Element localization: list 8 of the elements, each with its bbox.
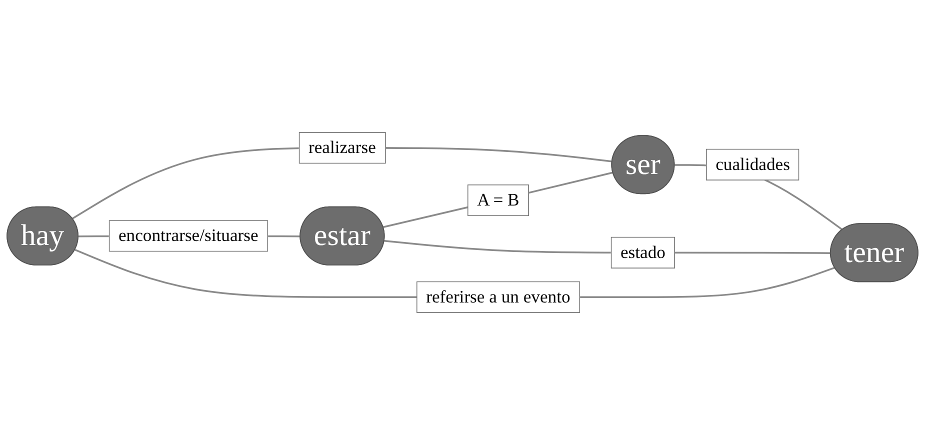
edge-label: A = B — [477, 190, 520, 210]
connector — [72, 146, 612, 219]
edge-label: encontrarse/situarse — [118, 226, 258, 246]
edge-label: estado — [620, 242, 666, 262]
edge-label: realizarse — [308, 138, 376, 158]
edge-label: cualidades — [716, 154, 790, 174]
connector — [383, 171, 614, 228]
edge-label: referirse a un evento — [426, 286, 570, 306]
